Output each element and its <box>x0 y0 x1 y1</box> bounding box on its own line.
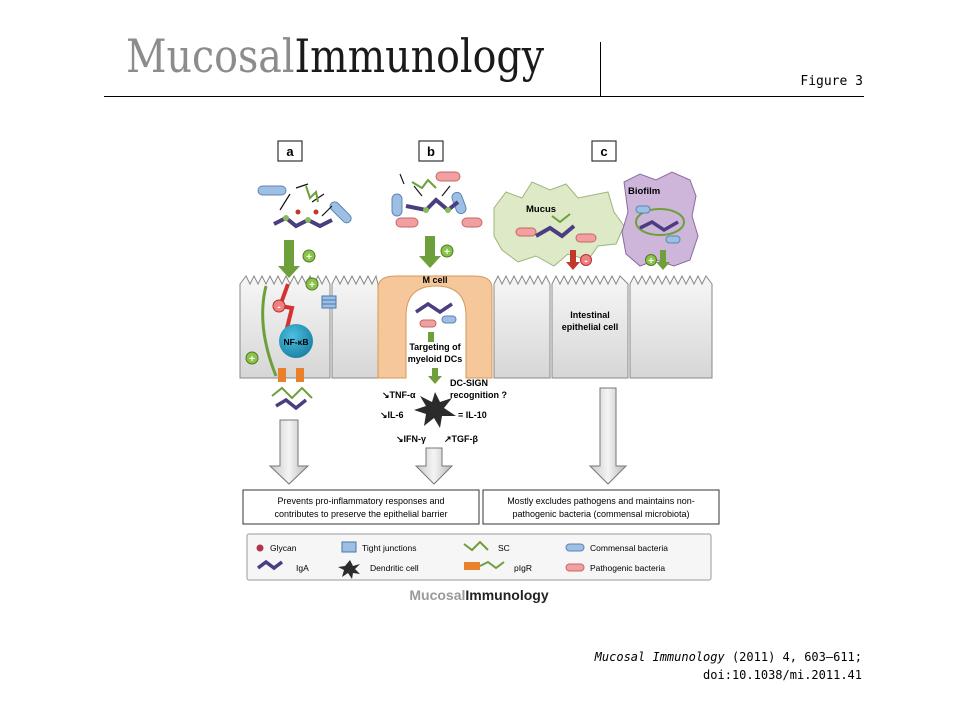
mucus-layer: Mucus <box>493 181 625 267</box>
panel-b-green-arrow: + <box>419 236 454 268</box>
tnf-label: ↘TNF-α <box>382 390 416 400</box>
svg-text:+: + <box>444 247 450 258</box>
outcome-right-line-2: pathogenic bacteria (commensal microbiot… <box>512 509 689 519</box>
il10-label: = IL-10 <box>458 410 487 420</box>
citation: Mucosal Immunology (2011) 4, 603–611; do… <box>595 648 862 684</box>
nfkb-label: NF-κB <box>283 337 308 347</box>
svg-text:+: + <box>249 354 255 365</box>
intestinal-label-2: epithelial cell <box>562 322 619 332</box>
svg-text:-: - <box>584 256 587 267</box>
sc-icon <box>463 540 489 552</box>
nfkb-node <box>279 324 313 358</box>
biofilm-label: Biofilm <box>628 186 660 197</box>
glycan-icon <box>256 544 264 552</box>
panel-b-bacteria-complex <box>391 171 483 228</box>
legend-glycan: Glycan <box>270 543 297 553</box>
figure-label: Figure 3 <box>800 74 863 89</box>
siga-icon <box>273 185 333 229</box>
footer-journal-logo: MucosalImmunology <box>409 587 548 603</box>
m-cell-internals: Targeting of myeloid DCs <box>408 301 463 384</box>
intestinal-label-1: Intestinal <box>570 310 610 320</box>
panel-a-green-arrow: + <box>278 240 316 278</box>
epithelial-cell-2 <box>331 274 379 379</box>
dcsign-label-1: DC-SIGN <box>450 378 488 388</box>
intestinal-epithelial-cell <box>551 274 629 379</box>
dcsign-label-2: recognition ? <box>450 390 507 400</box>
journal-logo: MucosalImmunology <box>126 26 544 86</box>
journal-name-light: Mucosal <box>126 29 295 83</box>
citation-volume: (2011) 4, 603–611; <box>724 650 862 664</box>
panel-a-bacteria-complex <box>257 183 352 229</box>
panel-c-arrows: - + <box>566 250 670 270</box>
legend-dendritic: Dendritic cell <box>370 563 419 573</box>
panel-b-letter: b <box>427 144 435 159</box>
pigr-icon <box>464 562 480 570</box>
header-separator <box>600 42 601 96</box>
legend-commensal: Commensal bacteria <box>590 543 668 553</box>
targeting-label-2: myeloid DCs <box>408 354 463 364</box>
header-rule <box>104 96 864 97</box>
panel-a-letter: a <box>286 144 294 159</box>
panel-a-label: a <box>277 140 303 162</box>
svg-text:+: + <box>309 280 315 291</box>
pathogenic-bacteria-icon <box>565 563 585 572</box>
iga-icon <box>256 559 284 571</box>
outcome-left-line-2: contributes to preserve the epithelial b… <box>274 509 447 519</box>
biofilm-layer: Biofilm <box>621 171 699 267</box>
pigr-icon <box>296 368 304 382</box>
tight-junction-icon <box>341 541 357 553</box>
commensal-bacteria-icon <box>565 543 585 552</box>
epithelial-cell-3 <box>493 274 551 379</box>
tight-junction-icon <box>321 295 337 309</box>
epithelial-cell-4 <box>629 274 713 379</box>
legend-tight-junctions: Tight junctions <box>362 543 417 553</box>
svg-text:+: + <box>648 256 654 267</box>
commensal-bacterium-icon <box>257 185 287 196</box>
svg-text:-: - <box>277 302 280 313</box>
citation-doi: doi:10.1038/mi.2011.41 <box>703 668 862 682</box>
down-arrow-c <box>588 387 628 485</box>
outcome-right-line-1: Mostly excludes pathogens and maintains … <box>507 496 695 506</box>
legend: Glycan Tight junctions SC Commensal bact… <box>246 533 712 581</box>
panel-c-letter: c <box>600 144 607 159</box>
il6-label: ↘IL-6 <box>380 410 404 420</box>
figure-diagram: a b c + <box>239 140 720 603</box>
outcome-left-line-1: Prevents pro-inflammatory responses and <box>277 496 444 506</box>
outcome-right: Mostly excludes pathogens and maintains … <box>482 489 720 525</box>
citation-line-1: Mucosal Immunology (2011) 4, 603–611; <box>595 648 862 666</box>
mucus-label: Mucus <box>526 204 556 215</box>
panel-c-label: c <box>591 140 617 162</box>
ifn-label: ↘IFN-γ <box>396 434 426 444</box>
m-cell-label: M cell <box>422 275 447 285</box>
panel-b-label: b <box>418 140 444 162</box>
svg-text:+: + <box>306 252 312 263</box>
tgf-label: ↗TGF-β <box>444 434 479 444</box>
legend-pigr: pIgR <box>514 563 532 573</box>
panel-a-cell-internals: - NF-κB + + <box>245 277 337 411</box>
journal-name-dark: Immunology <box>294 29 545 83</box>
dendritic-cell-cytokines: ↘TNF-α DC-SIGN recognition ? ↘IL-6 = IL-… <box>380 378 507 444</box>
targeting-label-1: Targeting of <box>409 342 461 352</box>
down-arrow-b <box>414 447 454 485</box>
legend-pathogenic: Pathogenic bacteria <box>590 563 665 573</box>
legend-sc: SC <box>498 543 510 553</box>
pigr-icon <box>278 368 286 382</box>
legend-iga: IgA <box>296 563 309 573</box>
dendritic-cell-icon <box>414 392 456 428</box>
m-cell <box>377 275 493 379</box>
down-arrow-a <box>268 419 310 485</box>
dendritic-cell-icon <box>338 560 360 579</box>
commensal-bacterium-icon <box>329 201 352 224</box>
citation-journal: Mucosal Immunology <box>594 650 725 664</box>
outcome-left: Prevents pro-inflammatory responses and … <box>242 489 480 525</box>
